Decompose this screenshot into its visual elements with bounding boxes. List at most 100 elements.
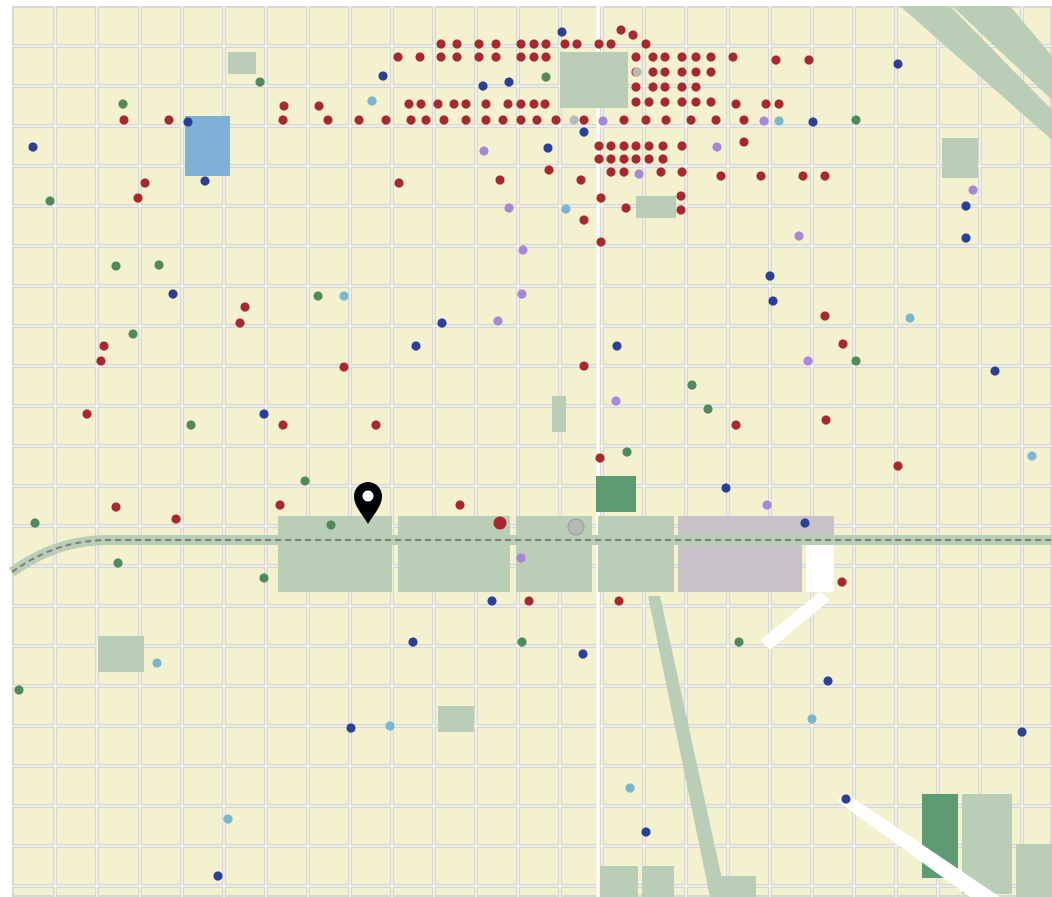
location-pin-icon[interactable] xyxy=(354,482,382,524)
poi-dot-red xyxy=(579,361,589,371)
poi-dot-purple xyxy=(598,116,608,126)
city-block xyxy=(646,368,684,404)
poi-dot-red xyxy=(677,167,687,177)
city-block xyxy=(99,408,138,444)
poi-dot-blue xyxy=(579,127,589,137)
city-block xyxy=(730,608,768,644)
poi-dot-red xyxy=(706,67,716,77)
poi-dot-red xyxy=(452,39,462,49)
city-block xyxy=(184,808,222,844)
city-block xyxy=(898,688,936,724)
city-block xyxy=(604,768,642,804)
city-block xyxy=(856,408,894,444)
poi-dot-purple xyxy=(479,146,489,156)
city-block xyxy=(14,808,53,844)
city-block xyxy=(688,88,726,124)
poi-dot-red xyxy=(572,39,582,49)
city-block xyxy=(57,808,95,844)
city-block xyxy=(99,608,138,644)
city-block xyxy=(856,288,894,324)
city-block xyxy=(142,168,180,204)
poi-dot-red xyxy=(648,52,658,62)
city-block xyxy=(940,208,978,244)
city-block xyxy=(856,488,894,524)
poi-dot-red xyxy=(406,115,416,125)
city-block xyxy=(562,288,600,324)
city-block xyxy=(142,888,180,895)
city-block xyxy=(856,128,894,164)
city-block xyxy=(940,448,978,484)
diagonal-park xyxy=(952,6,1052,100)
city-block xyxy=(730,808,768,844)
city-block xyxy=(142,368,180,404)
city-block xyxy=(814,8,852,44)
poi-dot-red xyxy=(641,39,651,49)
city-block xyxy=(478,288,516,324)
city-block xyxy=(856,48,894,84)
city-block xyxy=(814,168,852,204)
city-block xyxy=(394,488,432,524)
rail-line-layer xyxy=(9,535,1052,577)
poi-dot-red xyxy=(631,141,641,151)
city-block xyxy=(520,48,558,84)
city-block xyxy=(1024,368,1050,404)
city-block xyxy=(898,248,936,284)
city-block xyxy=(352,128,390,164)
poi-dot-red xyxy=(628,30,638,40)
city-block xyxy=(268,328,306,364)
poi-dot-purple xyxy=(611,396,621,406)
city-block xyxy=(898,88,936,124)
city-block xyxy=(310,248,348,284)
poi-dot-red xyxy=(731,420,741,430)
poi-dot-red xyxy=(596,237,606,247)
city-block xyxy=(520,8,558,44)
location-marker-layer[interactable] xyxy=(354,482,382,524)
poi-dot-lightblue xyxy=(385,721,395,731)
city-block xyxy=(856,568,894,604)
rail-line xyxy=(11,539,1052,573)
city-block xyxy=(184,688,222,724)
poi-dot-red xyxy=(111,502,121,512)
poi-dot-red xyxy=(648,82,658,92)
poi-dot-red xyxy=(393,52,403,62)
city-block xyxy=(268,208,306,244)
city-block xyxy=(310,888,348,895)
city-block xyxy=(142,848,180,884)
city-block xyxy=(394,128,432,164)
city-block xyxy=(184,368,222,404)
poi-dot-blue xyxy=(800,518,810,528)
poi-dot-red xyxy=(606,154,616,164)
poi-dot-red xyxy=(614,596,624,606)
city-block xyxy=(898,528,936,564)
poi-dot-red xyxy=(631,52,641,62)
poi-dot-blue xyxy=(1017,727,1027,737)
city-block xyxy=(226,248,264,284)
city-block xyxy=(57,608,95,644)
poi-dot-purple xyxy=(517,289,527,299)
city-block xyxy=(856,768,894,804)
city-block xyxy=(352,288,390,324)
city-block xyxy=(772,248,810,284)
city-block xyxy=(436,728,474,764)
city-block xyxy=(730,688,768,724)
poi-dot-gray xyxy=(632,67,642,77)
poi-dot-red xyxy=(820,171,830,181)
city-block xyxy=(57,208,95,244)
poi-dot-blue xyxy=(411,341,421,351)
city-block xyxy=(226,208,264,244)
diagonal-park xyxy=(900,6,1052,140)
city-block xyxy=(982,488,1020,524)
poi-dot-red xyxy=(404,99,414,109)
poi-dot-blue xyxy=(437,318,447,328)
poi-dot-red xyxy=(516,99,526,109)
poi-dot-red xyxy=(171,514,181,524)
poi-dot-red xyxy=(594,141,604,151)
city-block xyxy=(646,808,684,844)
city-block xyxy=(14,488,53,524)
poi-dot-red xyxy=(774,99,784,109)
city-block xyxy=(688,408,726,444)
city-block xyxy=(688,608,726,644)
poi-dot-red xyxy=(371,420,381,430)
